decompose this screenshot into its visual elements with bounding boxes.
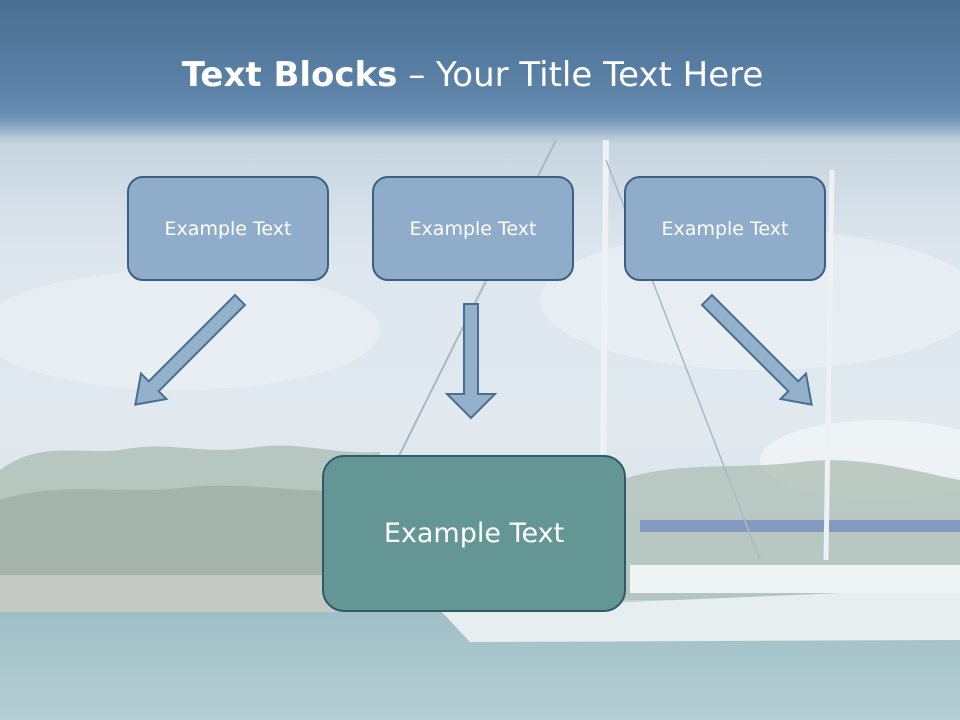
arrow-right-icon [700, 293, 813, 406]
text-block-center-label: Example Text [383, 518, 565, 549]
text-block-middle-label: Example Text [409, 217, 537, 240]
text-block-right[interactable]: Example Text [624, 176, 826, 281]
text-block-left[interactable]: Example Text [127, 176, 329, 281]
arrow-left-icon [134, 293, 247, 406]
text-block-center[interactable]: Example Text [322, 455, 626, 612]
title-rest-part: Your Title Text Here [436, 55, 764, 95]
arrow-center-icon [444, 303, 498, 420]
title-bold-part: Text Blocks [181, 55, 398, 95]
title-dash: – [397, 55, 437, 95]
text-block-middle[interactable]: Example Text [372, 176, 574, 281]
slide-title: Text Blocks – Your Title Text Here [0, 52, 945, 98]
text-block-left-label: Example Text [164, 217, 292, 240]
text-block-right-label: Example Text [661, 217, 789, 240]
title-band [0, 0, 960, 135]
